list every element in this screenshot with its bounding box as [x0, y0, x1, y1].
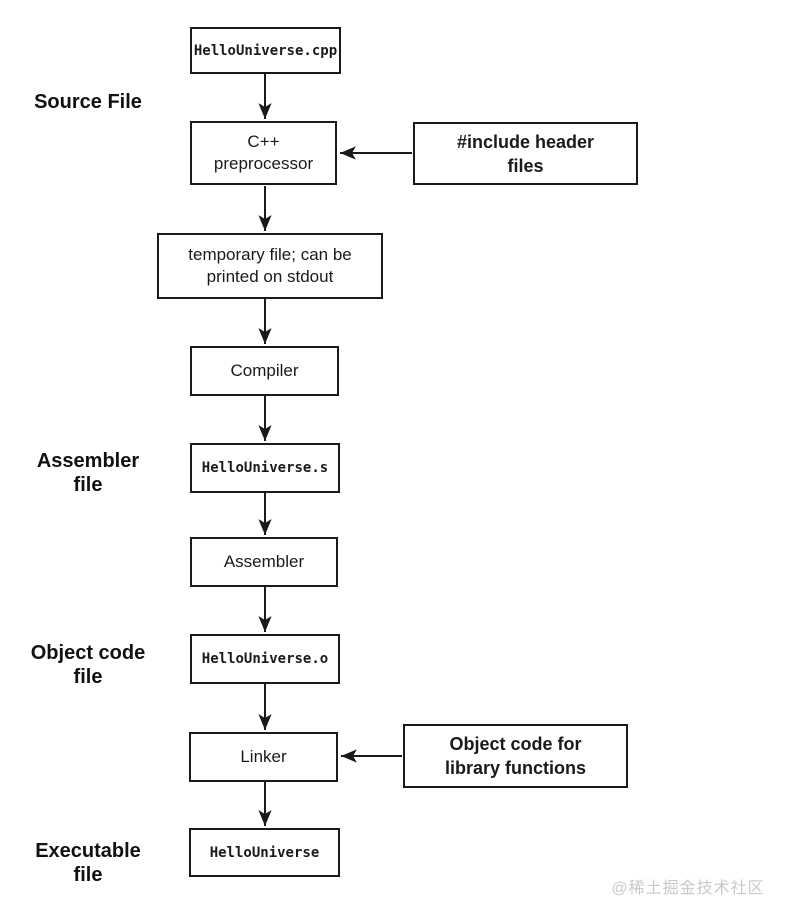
node-assembler: Assembler: [190, 537, 338, 587]
node-executable-label: HelloUniverse: [209, 844, 320, 861]
node-preprocessor-label: C++ preprocessor: [213, 132, 314, 173]
node-temp-file: temporary file; can be printed on stdout: [157, 233, 383, 299]
callout-include-headers: #include header files: [413, 122, 638, 185]
node-source-cpp-label: HelloUniverse.cpp: [193, 42, 338, 59]
callout-object-library-label: Object code for library functions: [444, 734, 587, 778]
node-assembler-file-label: HelloUniverse.s: [201, 460, 329, 476]
node-linker-label: Linker: [240, 747, 287, 766]
node-assembler-file: HelloUniverse.s: [190, 443, 340, 493]
node-compiler-label: Compiler: [230, 361, 299, 380]
node-assembler-label: Assembler: [223, 552, 305, 571]
node-compiler: Compiler: [190, 346, 339, 396]
watermark-text: @稀土掘金技术社区: [611, 880, 765, 897]
callout-object-library: Object code for library functions: [403, 724, 628, 788]
node-temp-file-label: temporary file; can be printed on stdout: [188, 245, 352, 286]
node-executable: HelloUniverse: [189, 828, 340, 877]
node-object-file-label: HelloUniverse.o: [201, 651, 329, 667]
callout-include-headers-label: #include header files: [456, 131, 595, 176]
stage-label-object-code-file: Object code file: [30, 642, 146, 688]
node-source-cpp: HelloUniverse.cpp: [190, 27, 341, 74]
node-object-file: HelloUniverse.o: [190, 634, 340, 684]
node-preprocessor: C++ preprocessor: [190, 121, 337, 185]
stage-label-executable-file: Executable file: [35, 840, 141, 886]
stage-label-source-file: Source File: [34, 91, 142, 113]
stage-label-assembler-file: Assembler file: [36, 450, 140, 496]
node-linker: Linker: [189, 732, 338, 782]
